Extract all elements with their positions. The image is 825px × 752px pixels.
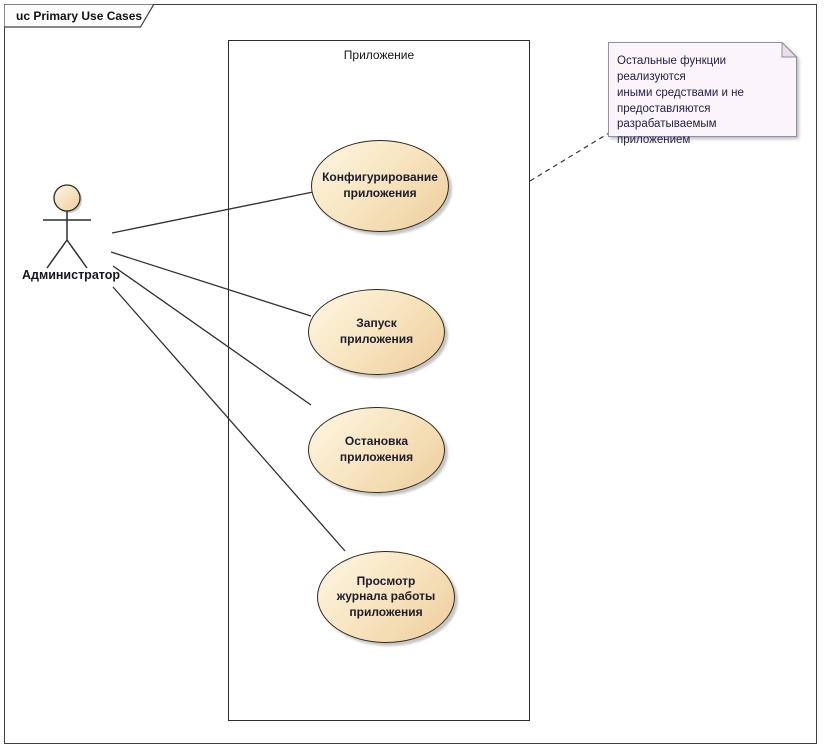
usecase-view-log[interactable]: Просмотр журнала работы приложения (317, 551, 455, 643)
association-stop-app[interactable] (112, 265, 312, 406)
actor-administrator[interactable] (40, 183, 96, 273)
usecase-stop-app[interactable]: Остановка приложения (308, 407, 445, 493)
usecase-configure-app[interactable]: Конфигурирование приложения (311, 140, 449, 232)
note-shape (608, 41, 798, 137)
actor-label: Администратор (21, 268, 121, 282)
actor-head (53, 184, 81, 212)
note-text: Остальные функции реализуются иными сред… (617, 55, 744, 147)
note-link-dashed[interactable] (529, 132, 610, 182)
note-body (608, 42, 797, 137)
note[interactable]: Остальные функции реализуются иными сред… (608, 41, 800, 146)
system-boundary-label: Приложение (343, 48, 415, 62)
usecase-start-app[interactable]: Запуск приложения (308, 289, 445, 375)
usecase-stop-app-label: Остановка приложения (339, 434, 414, 464)
frame-tab (4, 4, 155, 28)
usecase-start-app-label: Запуск приложения (339, 316, 414, 346)
frame-tab-shape (4, 4, 155, 28)
frame-title: uc Primary Use Cases (16, 9, 143, 23)
association-start-app[interactable] (110, 251, 312, 317)
usecase-configure-app-label: Конфигурирование приложения (322, 170, 438, 200)
note-fold-icon (781, 41, 798, 58)
usecase-view-log-label: Просмотр журнала работы приложения (336, 573, 436, 619)
association-view-log[interactable] (112, 286, 346, 552)
association-configure-app[interactable] (111, 191, 314, 234)
actor-body (43, 211, 91, 269)
